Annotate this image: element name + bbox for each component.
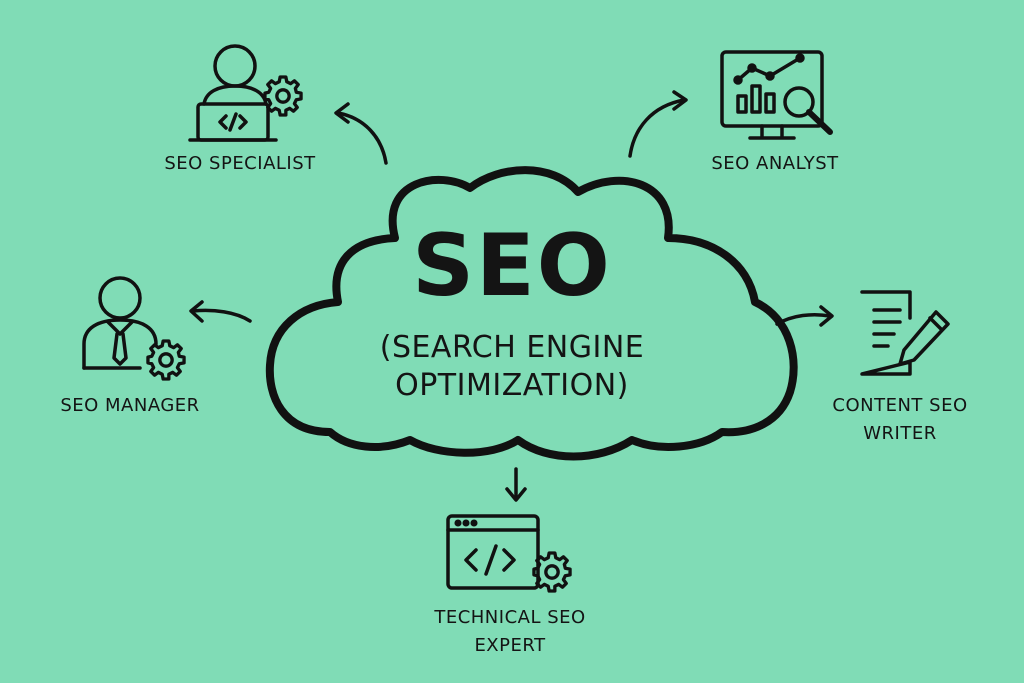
label-seo-specialist: SEO SPECIALIST: [164, 153, 316, 174]
label-seo-manager: SEO MANAGER: [60, 395, 200, 416]
document-pen-icon: [860, 290, 950, 376]
label-content-seo-writer-line-1: CONTENT SEO: [832, 395, 968, 416]
label-content-seo-writer-line-2: WRITER: [863, 423, 937, 444]
label-technical-seo-expert-line-1: TECHNICAL SEO: [434, 607, 586, 628]
manager-gear-icon: [82, 276, 186, 381]
label-technical-seo-expert-line-2: EXPERT: [474, 635, 546, 656]
arrow-to-content-seo-writer: [775, 305, 834, 327]
code-window-gear-icon: [446, 514, 572, 593]
arrow-to-technical-seo-expert: [505, 467, 527, 502]
arrow-to-seo-analyst: [628, 90, 688, 158]
analytics-monitor-icon: [720, 50, 833, 140]
center-subtitle-line-2: OPTIMIZATION): [395, 368, 629, 403]
center-title: SEO: [412, 216, 612, 316]
central-cloud: [265, 166, 798, 461]
arrow-to-seo-specialist: [334, 102, 388, 165]
label-seo-analyst: SEO ANALYST: [711, 153, 839, 174]
arrow-to-seo-manager: [189, 300, 252, 323]
developer-laptop-icon: [188, 44, 303, 142]
center-subtitle-line-1: (SEARCH ENGINE: [379, 330, 645, 365]
